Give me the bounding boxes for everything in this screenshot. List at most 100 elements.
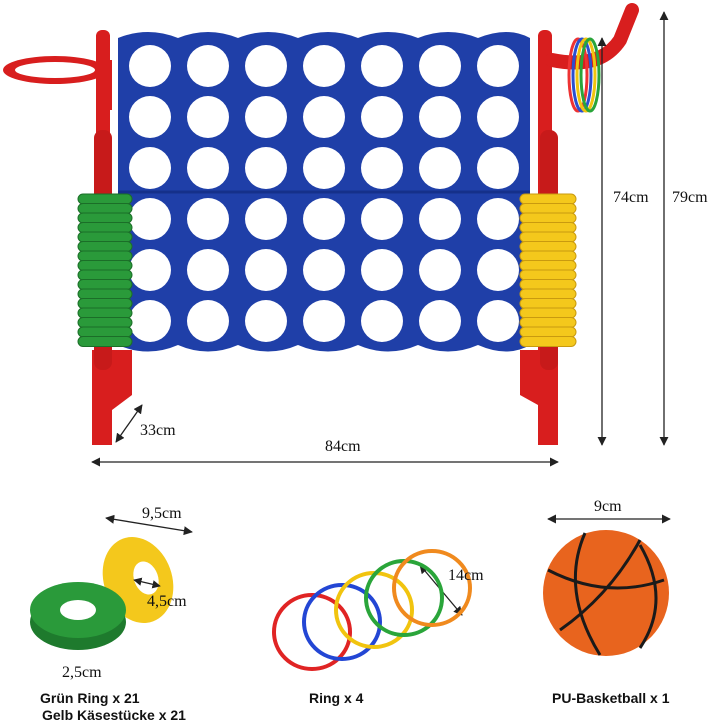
stacked-disc xyxy=(77,203,133,214)
ring-blue xyxy=(302,583,382,661)
board-hole xyxy=(129,147,171,189)
stacked-disc xyxy=(77,326,133,338)
depth-line xyxy=(115,404,143,443)
board-hole xyxy=(303,147,345,189)
board-hole xyxy=(419,45,461,87)
stacked-disc xyxy=(77,279,133,290)
stacked-disc xyxy=(519,222,577,233)
board-hole xyxy=(187,249,229,291)
board-hole xyxy=(361,300,403,342)
ring-orange xyxy=(392,549,472,627)
stacked-disc xyxy=(519,307,577,319)
board-hole xyxy=(129,96,171,138)
disc-diameter-line xyxy=(105,514,193,536)
height-inner-label: 74cm xyxy=(613,189,649,206)
board-hole xyxy=(419,249,461,291)
stacked-disc xyxy=(77,222,133,233)
ring-red xyxy=(272,593,352,671)
discs-caption-line2: Gelb Käsestücke x 21 xyxy=(42,707,186,723)
stacked-disc xyxy=(519,326,577,338)
rings xyxy=(272,549,472,671)
board-hole xyxy=(245,45,287,87)
board-hole xyxy=(477,45,519,87)
stacked-disc xyxy=(519,279,577,290)
stacked-disc xyxy=(519,288,577,300)
board-hole xyxy=(419,300,461,342)
depth-label: 33cm xyxy=(140,422,176,439)
board-hole xyxy=(245,300,287,342)
height-total-label: 79cm xyxy=(672,189,708,206)
stacked-disc xyxy=(519,336,577,347)
board-hole xyxy=(477,96,519,138)
stacked-disc xyxy=(519,212,577,224)
board-hole xyxy=(245,249,287,291)
stacked-disc xyxy=(77,193,133,205)
board-hole xyxy=(477,147,519,189)
ring-toss-pole xyxy=(545,3,639,113)
stacked-disc xyxy=(77,260,133,271)
board-hole xyxy=(187,45,229,87)
stacked-disc xyxy=(519,241,577,252)
stacked-disc xyxy=(77,307,133,319)
disc-diameter-label: 9,5cm xyxy=(142,505,182,522)
ring-diameter-label: 14cm xyxy=(448,567,484,584)
disc-thickness-label: 2,5cm xyxy=(62,664,102,681)
stacked-disc xyxy=(519,250,577,262)
board-hole xyxy=(129,300,171,342)
green-disc xyxy=(30,582,126,650)
stacked-disc xyxy=(519,231,577,243)
board-hole xyxy=(419,96,461,138)
board-hole xyxy=(129,198,171,240)
board-hole xyxy=(419,198,461,240)
ball-caption: PU-Basketball x 1 xyxy=(552,690,670,706)
board-hole xyxy=(361,249,403,291)
stacked-disc xyxy=(77,250,133,262)
right-leg xyxy=(520,350,558,445)
board-hole xyxy=(245,96,287,138)
board-hole xyxy=(303,96,345,138)
board-hole xyxy=(361,96,403,138)
stacked-disc xyxy=(519,269,577,281)
stacked-disc xyxy=(77,298,133,309)
stacked-disc xyxy=(519,203,577,214)
board-hole xyxy=(245,198,287,240)
board-hole xyxy=(477,300,519,342)
board-hole xyxy=(361,147,403,189)
board-hole xyxy=(303,300,345,342)
board-hole xyxy=(477,198,519,240)
green-disc-stack xyxy=(77,193,133,347)
discs-caption-line1: Grün Ring x 21 xyxy=(40,690,140,706)
stacked-disc xyxy=(77,336,133,347)
board-hole xyxy=(303,249,345,291)
stacked-disc xyxy=(77,317,133,328)
stacked-disc xyxy=(519,317,577,328)
board-hole xyxy=(303,198,345,240)
board-hole xyxy=(129,45,171,87)
board-hole xyxy=(361,198,403,240)
yellow-disc-stack xyxy=(519,193,577,347)
stacked-disc xyxy=(77,288,133,300)
rings-caption: Ring x 4 xyxy=(309,690,364,706)
game-board xyxy=(118,32,530,352)
stacked-disc xyxy=(519,260,577,271)
stacked-disc xyxy=(77,269,133,281)
board-hole xyxy=(187,147,229,189)
board-hole xyxy=(303,45,345,87)
board-hole xyxy=(477,249,519,291)
board-hole xyxy=(419,147,461,189)
board-hole xyxy=(187,96,229,138)
board-hole xyxy=(361,45,403,87)
hoop xyxy=(3,56,112,110)
ball-diameter-label: 9cm xyxy=(594,498,622,515)
basketball xyxy=(543,530,669,656)
board-hole xyxy=(187,300,229,342)
left-leg xyxy=(92,350,132,445)
board-hole xyxy=(187,198,229,240)
board-hole xyxy=(245,147,287,189)
stacked-disc xyxy=(77,231,133,243)
stacked-disc xyxy=(519,298,577,309)
stacked-disc xyxy=(519,193,577,205)
stacked-disc xyxy=(77,212,133,224)
stacked-disc xyxy=(77,241,133,252)
